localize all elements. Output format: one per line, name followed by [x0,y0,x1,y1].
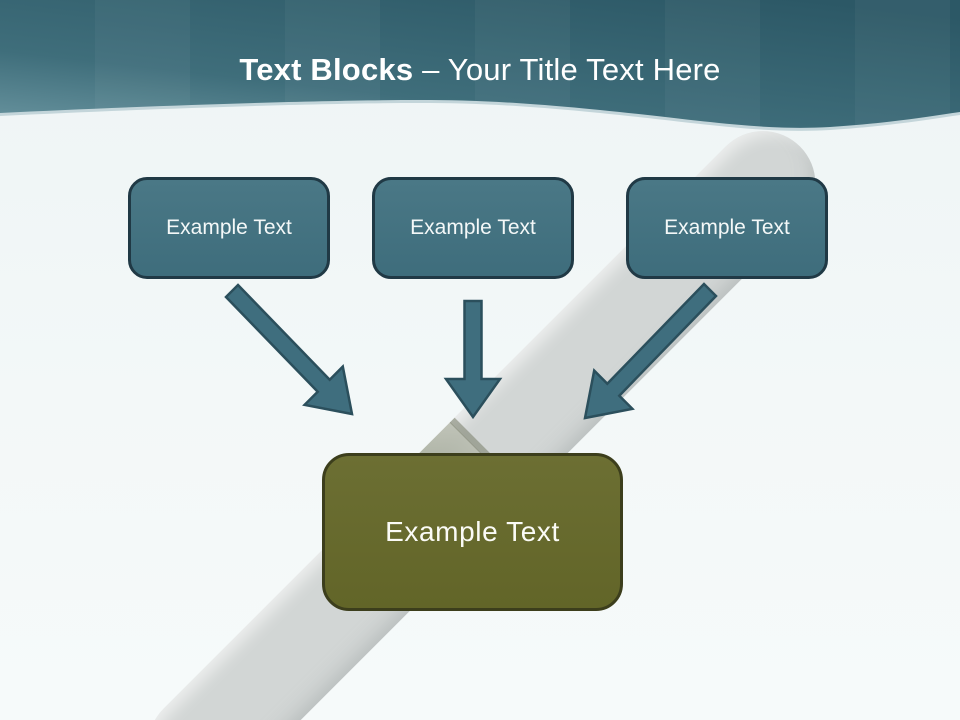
text-block-2-label: Example Text [410,216,536,239]
arrow-down[interactable] [443,299,503,420]
slide-title[interactable]: Text Blocks – Your Title Text Here [0,52,960,88]
text-block-1[interactable]: Example Text [128,177,330,279]
arrow-down-left[interactable] [583,282,718,420]
header-wave [0,0,960,131]
arrow-down-right[interactable] [224,283,354,416]
slide-title-regular: – Your Title Text Here [422,52,721,87]
text-block-2[interactable]: Example Text [372,177,574,279]
text-block-3-label: Example Text [664,216,790,239]
target-block-label: Example Text [385,516,560,547]
text-block-3[interactable]: Example Text [626,177,828,279]
text-block-1-label: Example Text [166,216,292,239]
slide-title-bold: Text Blocks [239,52,414,87]
target-block[interactable]: Example Text [322,453,623,611]
